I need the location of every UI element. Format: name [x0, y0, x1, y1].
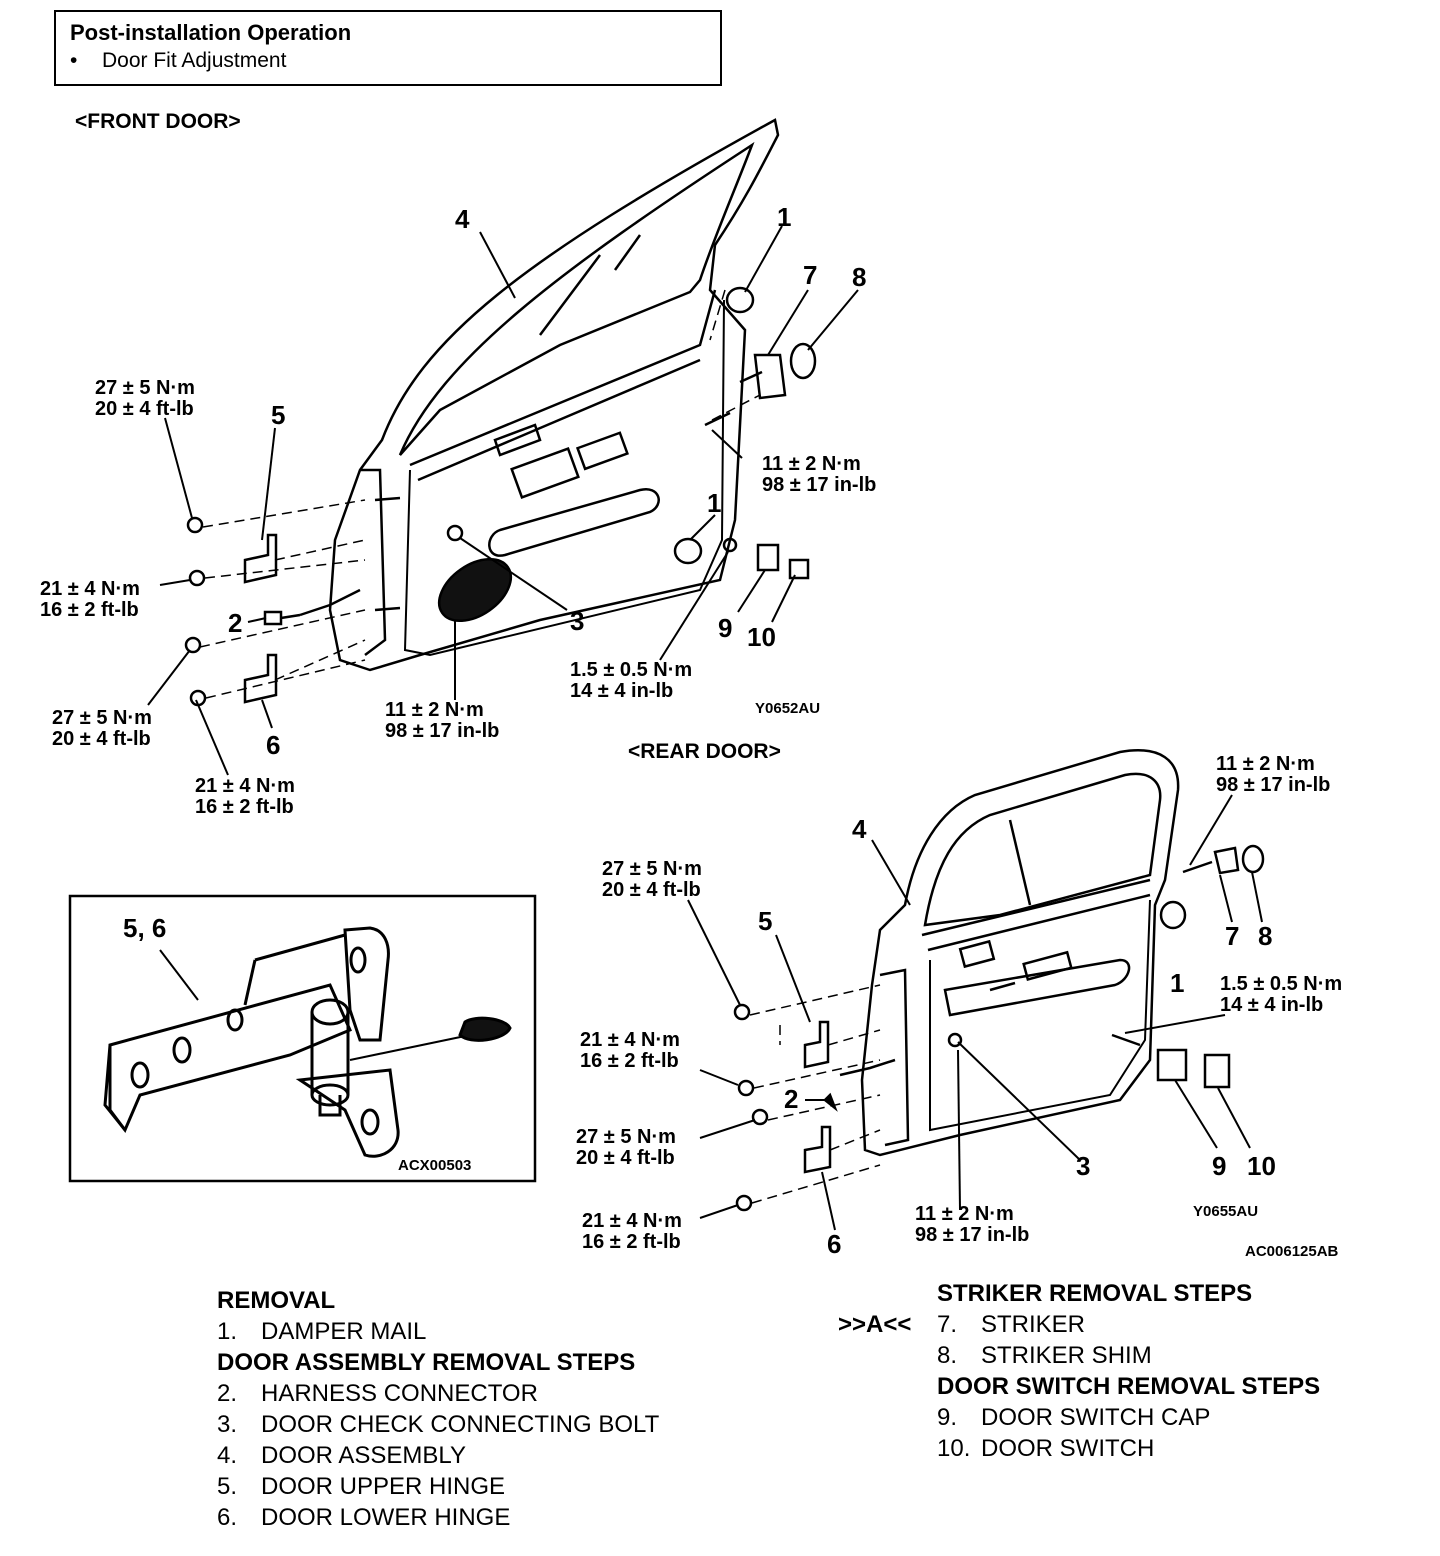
rear-torque-t7-nm: 11 ± 2 N·m — [915, 1203, 1014, 1225]
front-part-2: 2 — [228, 608, 242, 638]
rear-torque-t4-nm: 21 ± 4 N·m — [580, 1029, 680, 1051]
rear-torque-t2-ftlb: 20 ± 4 ft-lb — [602, 879, 701, 901]
front-upper-hinge — [186, 516, 278, 587]
note-item: • Door Fit Adjustment — [70, 49, 286, 73]
front-part-3: 3 — [570, 606, 584, 636]
inset-leader-line — [159, 949, 199, 1001]
front-torque-t7-inlb: 14 ± 4 in-lb — [570, 680, 673, 702]
rear-striker-parts — [1111, 844, 1265, 1089]
note-item-text: Door Fit Adjustment — [102, 49, 287, 72]
rear-torque-t1-nm: 11 ± 2 N·m — [1216, 753, 1315, 775]
striker-steps-list: STRIKER REMOVAL STEPS 7.STRIKER 8.STRIKE… — [937, 1280, 1320, 1466]
rear-torque-t5-ftlb: 20 ± 4 ft-lb — [576, 1147, 675, 1169]
front-torque-t7-nm: 1.5 ± 0.5 N·m — [570, 659, 692, 681]
rear-torque-t4-ftlb: 16 ± 2 ft-lb — [580, 1050, 679, 1072]
rear-torque-t3-inlb: 14 ± 4 in-lb — [1220, 994, 1323, 1016]
front-lower-hinge — [184, 636, 278, 707]
door-assembly-heading: DOOR ASSEMBLY REMOVAL STEPS — [217, 1349, 636, 1376]
post-installation-note: Post-installation Operation • Door Fit Ad… — [54, 10, 722, 86]
removal-heading: REMOVAL — [217, 1287, 336, 1314]
front-part-5: 5 — [271, 400, 285, 430]
front-part-10: 10 — [747, 622, 776, 652]
list-item: 4.DOOR ASSEMBLY — [217, 1442, 466, 1469]
list-item: 3.DOOR CHECK CONNECTING BOLT — [217, 1411, 660, 1438]
front-torque-t5-nm: 11 ± 2 N·m — [762, 453, 861, 475]
front-striker-parts — [673, 286, 817, 580]
list-item: 5.DOOR UPPER HINGE — [217, 1473, 506, 1500]
hinge-inset-illustration — [103, 926, 512, 1158]
list-item: 10.DOOR SWITCH — [937, 1435, 1155, 1462]
front-part-4: 4 — [455, 204, 470, 234]
front-torque-t3-ftlb: 20 ± 4 ft-lb — [52, 728, 151, 750]
rear-lower-hinge — [735, 1108, 832, 1212]
removal-steps-list: REMOVAL 1.DAMPER MAIL DOOR ASSEMBLY REMO… — [217, 1287, 659, 1535]
note-title: Post-installation Operation — [70, 20, 352, 45]
list-item: 9.DOOR SWITCH CAP — [937, 1404, 1211, 1431]
inset-label: 5, 6 — [123, 913, 166, 943]
front-part-9: 9 — [718, 613, 732, 643]
front-part-1a: 1 — [777, 202, 791, 232]
service-point-marker: >>A<< — [838, 1311, 912, 1338]
front-torque-t4-ftlb: 16 ± 2 ft-lb — [195, 796, 294, 818]
front-torque-t4-nm: 21 ± 4 N·m — [195, 775, 295, 797]
front-part-8: 8 — [852, 262, 866, 292]
rear-leader-lines — [687, 794, 1263, 1231]
rear-torque-t3-nm: 1.5 ± 0.5 N·m — [1220, 973, 1342, 995]
rear-torque-t5-nm: 27 ± 5 N·m — [576, 1126, 676, 1148]
rear-guide-lines — [749, 984, 881, 1204]
front-torque-t2-ftlb: 16 ± 2 ft-lb — [40, 599, 139, 621]
rear-torque-t6-nm: 21 ± 4 N·m — [582, 1210, 682, 1232]
rear-part-1: 1 — [1170, 968, 1184, 998]
rear-torque-t6-ftlb: 16 ± 2 ft-lb — [582, 1231, 681, 1253]
rear-door-illustration — [823, 749, 1180, 1157]
rear-part-2: 2 — [784, 1084, 798, 1114]
front-torque-t1-ftlb: 20 ± 4 ft-lb — [95, 398, 194, 420]
front-torque-t2-nm: 21 ± 4 N·m — [40, 578, 140, 600]
list-item: 8.STRIKER SHIM — [937, 1342, 1152, 1369]
door-switch-heading: DOOR SWITCH REMOVAL STEPS — [937, 1373, 1321, 1400]
rear-part-5: 5 — [758, 906, 772, 936]
reference-code: AC006125AB — [1245, 1243, 1339, 1260]
list-item: 2.HARNESS CONNECTOR — [217, 1380, 538, 1407]
rear-figure-code: Y0655AU — [1193, 1203, 1258, 1220]
front-torque-t6-nm: 11 ± 2 N·m — [385, 699, 484, 721]
rear-part-9: 9 — [1212, 1151, 1226, 1181]
front-door-label: <FRONT DOOR> — [75, 110, 241, 133]
rear-part-6: 6 — [827, 1229, 841, 1259]
rear-part-4: 4 — [852, 814, 867, 844]
inset-figure-code: ACX00503 — [398, 1157, 471, 1174]
front-part-7: 7 — [803, 260, 817, 290]
rear-torque-t1-inlb: 98 ± 17 in-lb — [1216, 774, 1330, 796]
front-part-6: 6 — [266, 730, 280, 760]
striker-heading: STRIKER REMOVAL STEPS — [937, 1280, 1253, 1307]
list-item: 6.DOOR LOWER HINGE — [217, 1504, 511, 1531]
rear-upper-hinge — [733, 1003, 830, 1097]
rear-door-label: <REAR DOOR> — [628, 740, 781, 763]
front-door-illustration — [263, 118, 780, 672]
front-torque-t5-inlb: 98 ± 17 in-lb — [762, 474, 876, 496]
list-item: 1.DAMPER MAIL — [217, 1318, 427, 1345]
front-torque-t6-inlb: 98 ± 17 in-lb — [385, 720, 499, 742]
hinge-inset-frame — [68, 894, 537, 1183]
list-item: 7.STRIKER — [937, 1311, 1086, 1338]
rear-part-10: 10 — [1247, 1151, 1276, 1181]
rear-part-3: 3 — [1076, 1151, 1090, 1181]
bullet-icon: • — [70, 49, 78, 72]
front-figure-code: Y0652AU — [755, 700, 820, 717]
front-guide-lines — [199, 289, 761, 699]
front-torque-t3-nm: 27 ± 5 N·m — [52, 707, 152, 729]
front-torque-t1-nm: 27 ± 5 N·m — [95, 377, 195, 399]
front-leader-lines — [147, 225, 859, 776]
rear-torque-t7-inlb: 98 ± 17 in-lb — [915, 1224, 1029, 1246]
rear-part-8: 8 — [1258, 921, 1272, 951]
front-part-1b: 1 — [707, 488, 721, 518]
rear-torque-t2-nm: 27 ± 5 N·m — [602, 858, 702, 880]
rear-part-7: 7 — [1225, 921, 1239, 951]
